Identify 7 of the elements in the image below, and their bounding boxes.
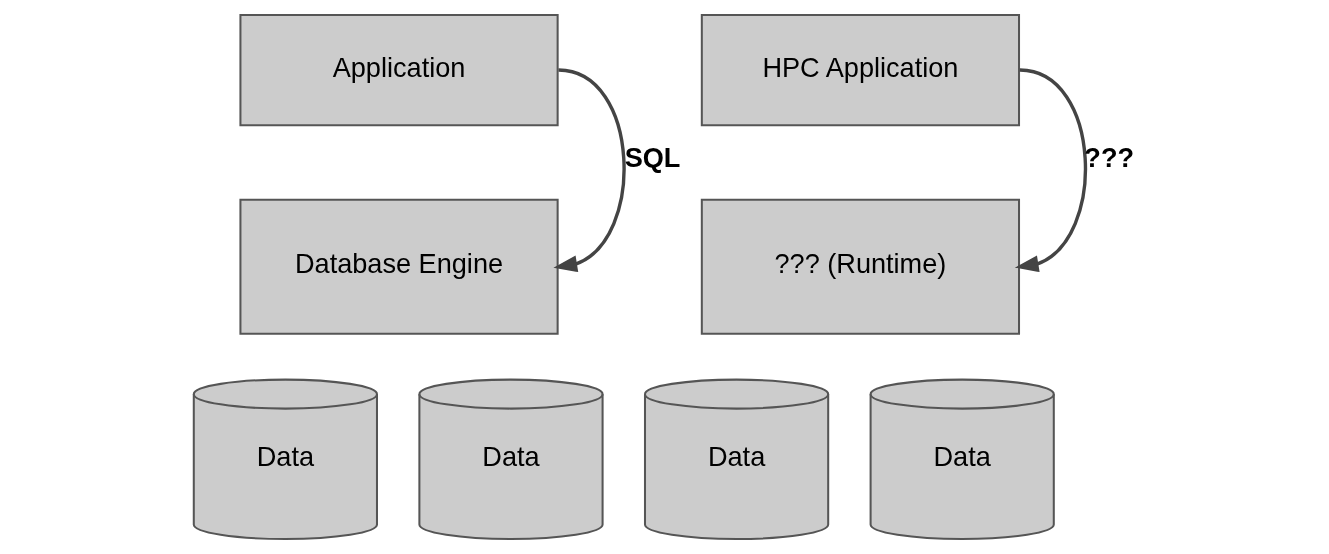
node-box: ??? (Runtime) [700, 198, 1021, 335]
arrow [553, 68, 626, 273]
edge-label: SQL [624, 142, 681, 174]
node-box: Database Engine [239, 198, 559, 335]
node-box: HPC Application [700, 13, 1021, 127]
arrow [1014, 68, 1087, 273]
node-box: Application [239, 13, 559, 127]
